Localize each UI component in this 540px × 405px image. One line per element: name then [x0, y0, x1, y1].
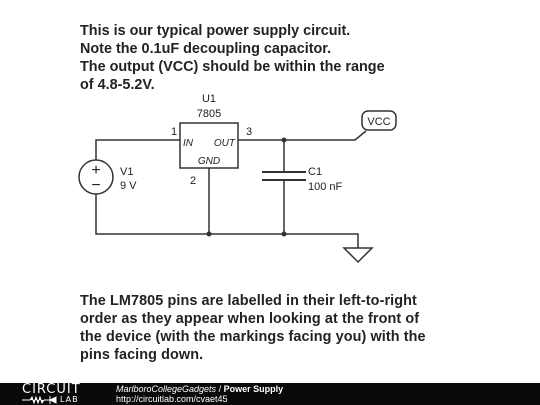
pin-in-label: IN [183, 138, 194, 149]
junction-dot [281, 231, 287, 237]
footer-title[interactable]: Power Supply [223, 384, 284, 394]
source-ref: V1 [120, 166, 133, 178]
capacitor-value: 100 nF [308, 181, 343, 193]
minus-sign: − [91, 177, 100, 194]
junction-dot [281, 137, 287, 143]
intro-text: This is our typical power supply circuit… [80, 22, 520, 94]
outro-line: the device (with the markings facing you… [80, 329, 426, 345]
voltage-source-v1: + − V1 9 V [78, 159, 137, 195]
intro-line: Note the 0.1uF decoupling capacitor. [80, 41, 332, 57]
pin-out-number: 3 [246, 126, 252, 138]
pin-gnd-label: GND [198, 156, 220, 167]
wire-output [238, 130, 367, 141]
footer-title-line: MarlboroCollegeGadgets / Power Supply [116, 384, 283, 394]
logo-circuit-text: CIRCUIT [22, 382, 81, 397]
intro-line: The output (VCC) should be within the ra… [80, 59, 385, 75]
voltage-source-circle [78, 159, 114, 195]
pin-out-label: OUT [214, 138, 236, 149]
pin-note-text: The LM7805 pins are labelled in their le… [80, 292, 530, 364]
junctions [206, 137, 287, 237]
regulator-u1: U1 7805 IN OUT GND 1 3 2 [171, 93, 252, 187]
wire-input [95, 139, 180, 160]
circuitlab-logo[interactable]: CIRCUIT LAB [0, 383, 104, 405]
pin-gnd-number: 2 [190, 175, 196, 187]
ground-icon [342, 247, 374, 264]
footer-separator: / [216, 384, 224, 394]
resistor-logo-icon [22, 396, 57, 404]
outro-line: order as they appear when looking at the… [80, 311, 420, 327]
plus-sign: + [91, 162, 100, 179]
regulator-ref: U1 [202, 93, 216, 105]
net-label-box [361, 110, 397, 131]
capacitor-c1: C1 100 nF [262, 166, 343, 193]
regulator-value: 7805 [197, 108, 221, 120]
intro-line: This is our typical power supply circuit… [80, 23, 351, 39]
outro-line: The LM7805 pins are labelled in their le… [80, 293, 417, 309]
source-value: 9 V [120, 180, 137, 192]
footer-author[interactable]: MarlboroCollegeGadgets [116, 384, 217, 394]
pin-in-number: 1 [171, 126, 177, 138]
regulator-body [179, 122, 239, 169]
junction-dot [206, 231, 212, 237]
outro-line: pins facing down. [80, 347, 204, 363]
footer-url[interactable]: http://circuitlab.com/cvaet45 [116, 394, 228, 404]
vcc-net-label: VCC [361, 110, 397, 131]
intro-line: of 4.8-5.2V. [80, 77, 155, 93]
capacitor-ref: C1 [308, 166, 322, 178]
footer-bar: CIRCUIT LAB MarlboroCollegeGadgets / Pow… [0, 383, 540, 405]
wires [95, 130, 367, 248]
logo-lab-text: LAB [60, 395, 79, 404]
wire-ground [95, 194, 359, 248]
ground-symbol [342, 247, 374, 264]
net-label-text: VCC [367, 116, 390, 128]
